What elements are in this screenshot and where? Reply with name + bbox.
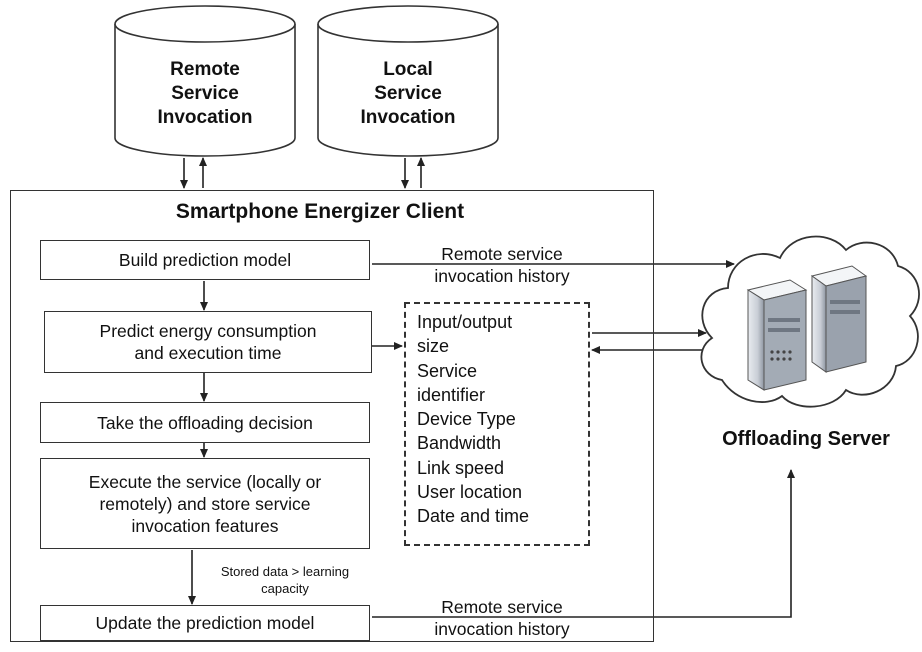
condition-label: Stored data > learning capacity (190, 563, 380, 597)
history-bottom-arrow (372, 469, 795, 618)
client-title: Smartphone Energizer Client (175, 200, 465, 223)
history-bottom-line1: Remote service (441, 597, 563, 617)
local-database-label: Local Service Invocation (323, 58, 493, 130)
local-db-arrows (401, 157, 425, 189)
cloud-icon (700, 235, 920, 408)
feature-item: Service (417, 360, 478, 381)
client-container (10, 190, 654, 642)
feature-item: size (417, 336, 450, 357)
step-predict: Predict energy consumption and execution… (44, 311, 372, 373)
features-list: Input/output size Service identifier Dev… (417, 310, 529, 529)
history-top-line1: Remote service (441, 244, 563, 264)
condition-line2: capacity (261, 581, 309, 596)
step-update-model: Update the prediction model (40, 605, 370, 641)
flow-arrows (188, 281, 208, 605)
feature-item: Input/output (417, 312, 513, 332)
history-top-label: Remote service invocation history (402, 243, 602, 287)
remote-db-line3: Invocation (157, 107, 253, 128)
local-db-line2: Service (374, 83, 442, 104)
step-decision: Take the offloading decision (40, 402, 370, 443)
feature-item: identifier (417, 384, 486, 405)
server-label: Offloading Server (722, 428, 890, 450)
features-box (404, 302, 590, 546)
history-top-line2: invocation history (434, 266, 570, 286)
feature-item: Bandwidth (417, 433, 502, 454)
feature-item: Device Type (417, 409, 516, 430)
remote-database-icon (114, 5, 296, 157)
remote-db-arrows (180, 157, 207, 189)
condition-line1: Stored data > learning (220, 564, 350, 579)
step-execute-line2: remotely) and store service (99, 493, 311, 514)
step-decision-label: Take the offloading decision (97, 412, 313, 433)
step-execute-line1: Execute the service (locally or (88, 471, 322, 492)
step-execute-line3: invocation features (131, 515, 279, 536)
feature-item: User location (417, 482, 523, 503)
local-db-line3: Invocation (360, 107, 456, 128)
step-build-model-label: Build prediction model (118, 250, 292, 270)
features-server-arrows (591, 329, 707, 354)
feature-item: Link speed (417, 457, 505, 478)
step-predict-line1: Predict energy consumption (99, 321, 317, 341)
history-bottom-line2: invocation history (434, 619, 570, 639)
step-execute: Execute the service (locally or remotely… (40, 458, 370, 549)
local-db-line1: Local (383, 59, 433, 80)
remote-database-label: Remote Service Invocation (120, 58, 290, 130)
step-predict-line2: and execution time (134, 343, 282, 363)
local-database-icon (317, 5, 499, 157)
feature-item: Date and time (417, 506, 530, 527)
step-build-model: Build prediction model (40, 240, 370, 280)
server-icon (746, 265, 868, 391)
history-bottom-label: Remote service invocation history (402, 596, 602, 640)
step-update-model-label: Update the prediction model (95, 613, 315, 633)
remote-db-line2: Service (171, 83, 239, 104)
remote-db-line1: Remote (170, 59, 240, 80)
